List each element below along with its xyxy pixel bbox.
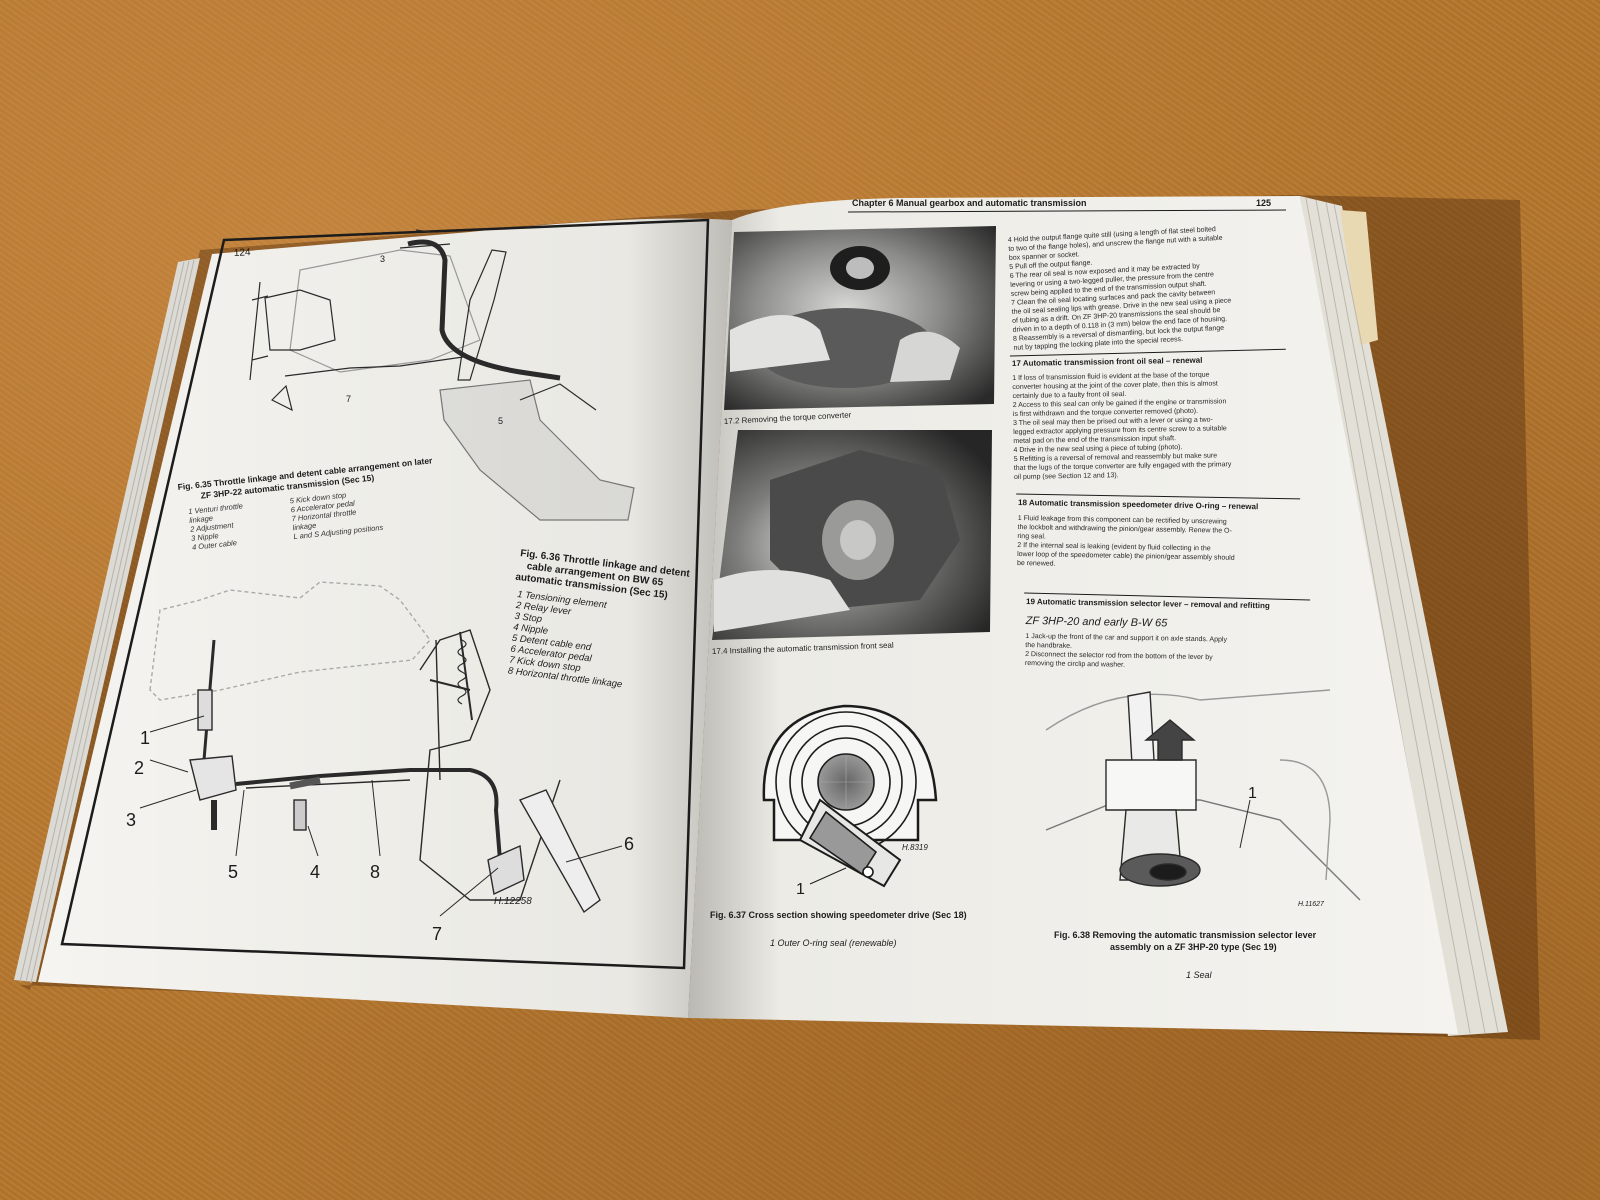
fig-636-caption: Fig. 6.36 Throttle linkage and detent ca… — [507, 548, 691, 690]
fig-635-key-1b: linkage — [189, 514, 214, 525]
sec18-line-5: lower loop of the speedometer cable) the… — [1017, 551, 1235, 562]
fig-638-drawing — [1045, 689, 1361, 901]
right-page-chapter-header: Chapter 6 Manual gearbox and automatic t… — [852, 198, 1087, 208]
sec17-line-10: 5 Refitting is a reversal of removal and… — [1014, 452, 1218, 463]
fig-637-key: 1 Outer O-ring seal (renewable) — [770, 938, 897, 948]
fig-636-callout-5: 5 — [228, 862, 238, 882]
left-page — [38, 218, 732, 1018]
fig-638-drawing-ref: H.11627 — [1298, 901, 1325, 908]
fig-637-caption: Fig. 6.37 Cross section showing speedome… — [710, 910, 967, 920]
right-page-content: Chapter 6 Manual gearbox and automatic t… — [710, 198, 1361, 980]
fig-636-key-3: 3 Stop — [514, 611, 543, 625]
fig-636-callout-1: 1 — [140, 728, 150, 748]
sec17-line-9: 4 Drive in the new seal using a piece of… — [1013, 444, 1182, 454]
sec18-line-4: 2 If the internal seal is leaking (evide… — [1017, 542, 1211, 552]
sec19-line-2: the handbrake. — [1025, 642, 1072, 650]
sec17-line-11: that the lugs of the torque converter ar… — [1014, 461, 1232, 472]
section-18-heading: 18 Automatic transmission speedometer dr… — [1018, 498, 1258, 511]
right-page-stack — [1300, 196, 1508, 1036]
fig-636-callouts: 1 2 3 5 4 8 6 7 — [126, 728, 634, 944]
fig-637-callout-1: 1 — [796, 881, 805, 898]
section-19-subheading: ZF 3HP-20 and early B-W 65 — [1025, 615, 1169, 630]
sec17-line-2: converter housing at the joint of the co… — [1012, 380, 1218, 391]
section-19-heading: 19 Automatic transmission selector lever… — [1026, 597, 1270, 610]
sec18-line-3: ring seal. — [1017, 533, 1046, 540]
fig-636-drawing-ref: H.12258 — [494, 896, 532, 907]
left-page-number: 124 — [234, 247, 252, 259]
fig-636-key-4: 4 Nipple — [513, 622, 549, 637]
fig-636-callout-7: 7 — [432, 924, 442, 944]
fig-637-drawing-ref: H.8319 — [902, 843, 928, 852]
section-19: 19 Automatic transmission selector lever… — [1024, 592, 1311, 669]
header-rule — [847, 209, 1287, 213]
sec18-line-1: 1 Fluid leakage from this component can … — [1018, 515, 1227, 526]
right-page-number: 125 — [1256, 198, 1271, 208]
fig-635-key-3: 3 Nipple — [191, 531, 219, 543]
intro-text: 4 Hold the output flange quite still (us… — [1008, 226, 1232, 352]
sec17-line-7: legged extractor applying pressure from … — [1013, 425, 1227, 436]
intro-line-3: box spanner or socket. — [1009, 251, 1080, 262]
fig-635-callout-3: 3 — [380, 254, 385, 264]
fig-638-caption-line1: Fig. 6.38 Removing the automatic transmi… — [1054, 930, 1317, 940]
fig-638-key: 1 Seal — [1186, 970, 1213, 980]
sec17-line-1: 1 If loss of transmission fluid is evide… — [1012, 372, 1209, 382]
section-17-heading: 17 Automatic transmission front oil seal… — [1012, 356, 1203, 368]
fig-636-callout-2: 2 — [134, 758, 144, 778]
intro-line-4: 5 Pull off the output flange. — [1009, 260, 1092, 271]
sec18-line-2: the lockbolt and withdrawing the pinion/… — [1018, 524, 1233, 535]
sec19-line-3: 2 Disconnect the selector rod from the b… — [1025, 651, 1213, 661]
left-page-stack — [14, 258, 200, 984]
fig-635-callout-5: 5 — [498, 416, 503, 426]
fig-635-drawing — [249, 229, 635, 521]
sec17-line-8: metal pad on the end of the transmission… — [1013, 435, 1176, 445]
sec18-line-6: be renewed. — [1017, 560, 1056, 568]
fig-635-callout-7: 7 — [346, 394, 351, 404]
sec19-line-4: removing the circlip and washer. — [1025, 660, 1125, 669]
fig-636-callout-6: 6 — [624, 834, 634, 854]
fig-636-callout-4: 4 — [310, 862, 320, 882]
sec19-line-1: 1 Jack-up the front of the car and suppo… — [1025, 633, 1227, 644]
fig-636-drawing — [139, 581, 623, 917]
sec17-line-3: certainly due to a faulty front oil seal… — [1013, 391, 1127, 400]
section-17: 17 Automatic transmission front oil seal… — [1009, 348, 1286, 481]
fig-637-drawing — [762, 704, 938, 888]
photo-front-seal-installation — [712, 430, 992, 640]
fig-635-key-7b: linkage — [292, 521, 317, 532]
sec17-line-5: is first withdrawn and the torque conver… — [1013, 408, 1198, 418]
fig-638-caption-line2: assembly on a ZF 3HP-20 type (Sec 19) — [1110, 942, 1277, 952]
sec17-line-12: oil pump (see Section 12 and 13). — [1014, 472, 1119, 481]
photo-torque-converter-removal — [724, 226, 996, 410]
sec17-line-4: 2 Access to this seal can only be gained… — [1013, 398, 1227, 409]
fig-636-callout-8: 8 — [370, 862, 380, 882]
section-18: 18 Automatic transmission speedometer dr… — [1016, 493, 1301, 568]
sec17-line-6: 3 The oil seal may then be prised out wi… — [1013, 416, 1214, 426]
fig-636-callout-3: 3 — [126, 810, 136, 830]
fig-638-callout-1: 1 — [1248, 785, 1257, 802]
left-page-frame — [60, 218, 710, 970]
